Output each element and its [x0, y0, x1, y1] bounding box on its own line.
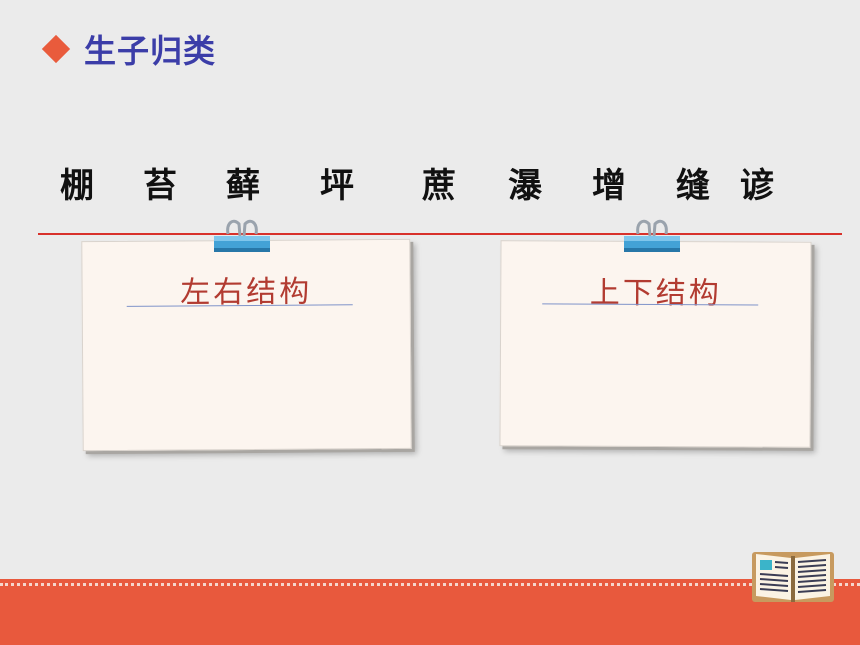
character-row: 棚 苔 藓 坪 蔗 瀑 增 缝 谚: [0, 158, 860, 218]
character-2: 苔: [143, 166, 177, 206]
card-top-bottom-structure[interactable]: 上下结构: [499, 240, 812, 448]
footer-band: [0, 579, 860, 645]
open-book-icon: [752, 552, 834, 602]
slide-title: 生子归类: [84, 32, 217, 70]
character-8: 缝: [676, 166, 710, 206]
diamond-icon: [41, 34, 71, 64]
character-6: 瀑: [508, 166, 542, 206]
character-5: 蔗: [422, 166, 456, 206]
binder-clip-icon: [214, 219, 270, 252]
binder-clip-icon: [624, 219, 680, 252]
slide-header: 生子归类: [41, 26, 217, 72]
card-left-right-structure[interactable]: 左右结构: [81, 238, 412, 452]
card-label: 上下结构: [589, 275, 722, 312]
divider-line: [38, 233, 842, 235]
character-7: 增: [592, 166, 626, 206]
character-9: 谚: [740, 166, 774, 206]
character-1: 棚: [60, 166, 94, 206]
character-3: 藓: [226, 166, 260, 206]
footer-dotted-stitch: [0, 583, 860, 586]
character-4: 坪: [320, 166, 354, 206]
